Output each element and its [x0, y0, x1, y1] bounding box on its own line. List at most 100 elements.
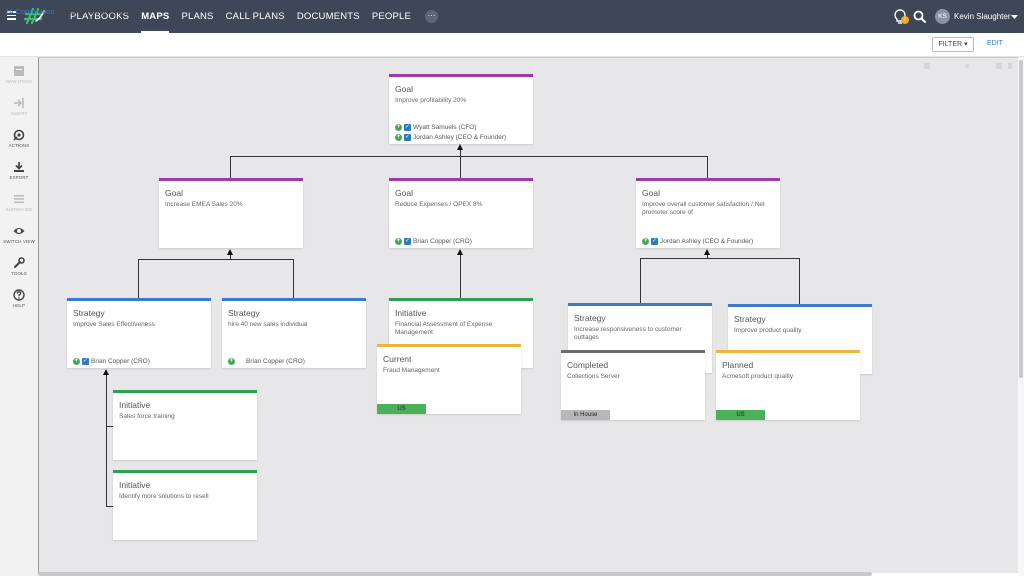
breadcrumb-root-link[interactable]: JA Corporation: [5, 7, 55, 16]
sidebar-item-tools[interactable]: TOOLS: [0, 257, 38, 276]
help-icon: [13, 289, 25, 301]
lightbulb-icon[interactable]: [893, 9, 907, 25]
card-type-label: Goal: [395, 84, 413, 94]
owner-name: Brian Copper (CRO): [91, 358, 150, 365]
checkbox-icon[interactable]: ✓: [651, 238, 658, 245]
sidebar-item-actions[interactable]: ACTIONS: [0, 129, 38, 148]
app-logo-icon[interactable]: [24, 6, 46, 26]
filter-button[interactable]: FILTER ▾: [932, 37, 974, 52]
sidebar-item-export[interactable]: EXPORT: [0, 161, 38, 180]
connector-line: [640, 258, 641, 305]
card-goal-profitability[interactable]: Goal Improve profitability 20% +✓Wyatt S…: [389, 74, 533, 144]
connector-line: [138, 259, 139, 299]
arrow-up-icon: [103, 369, 109, 375]
sidebar-item-label: EXPORT: [9, 175, 29, 180]
nav-people[interactable]: PEOPLE: [371, 11, 412, 22]
top-navigation-bar: PLAYBOOKS MAPS PLANS CALL PLANS DOCUMENT…: [0, 0, 1024, 33]
card-goal-satisfaction[interactable]: Goal Improve overall customer satisfacti…: [636, 178, 780, 248]
more-menu-button[interactable]: ···: [425, 10, 439, 23]
card-owner: +Brian Copper (CRO): [228, 358, 305, 365]
card-type-label: Initiative: [395, 308, 427, 318]
card-description: Identify more solutions to resell: [119, 493, 209, 500]
checkbox-icon[interactable]: ✓: [404, 134, 411, 141]
card-description: Sales force training: [119, 413, 175, 420]
export-icon: [14, 162, 24, 172]
card-description: Reduce Expenses / OPEX 8%: [395, 201, 483, 208]
checkbox-icon[interactable]: ✓: [404, 124, 411, 131]
card-description: Acmesoft product quality: [722, 373, 794, 380]
plus-icon[interactable]: +: [395, 134, 402, 141]
plus-icon[interactable]: +: [642, 238, 649, 245]
eye-icon: [13, 228, 25, 234]
sidebar-item-new-items[interactable]: NEW ITEMS: [0, 65, 38, 84]
breadcrumb-separator: >: [54, 7, 60, 16]
connector-line: [460, 156, 461, 179]
hamburger-menu-icon[interactable]: [7, 9, 16, 23]
edit-button[interactable]: EDIT: [987, 40, 1003, 47]
card-current-fraud[interactable]: Current Fraud Management US: [377, 344, 521, 414]
card-strategy-sales-effectiveness[interactable]: Strategy Improve Sales Effectiveness +✓B…: [67, 298, 211, 368]
plus-icon[interactable]: +: [73, 358, 80, 365]
card-description: Collections Server: [567, 373, 620, 380]
card-initiative-solutions[interactable]: Initiative Identify more solutions to re…: [113, 470, 257, 540]
vertical-scrollbar-thumb[interactable]: [1019, 60, 1023, 378]
sidebar-item-label: SHOW/HIDE: [5, 207, 33, 212]
card-goal-expenses[interactable]: Goal Reduce Expenses / OPEX 8% +✓Brian C…: [389, 178, 533, 248]
card-description: Improve product quality: [734, 327, 802, 334]
sidebar-item-switch-view[interactable]: SWITCH VIEW: [0, 225, 38, 244]
canvas-control-dot[interactable]: [965, 64, 969, 68]
card-description: Increase responsiveness to customer outt…: [574, 326, 682, 341]
card-planned-acmesoft[interactable]: Planned Acmesoft product quality US: [716, 350, 860, 420]
card-type-label: Strategy: [73, 308, 105, 318]
user-name[interactable]: Kevin Slaughter: [954, 12, 1011, 21]
filter-button-label: FILTER: [938, 41, 963, 48]
card-initiative-training[interactable]: Initiative Sales force training: [113, 390, 257, 460]
card-strategy-hire[interactable]: Strategy hire 40 new sales individual +B…: [222, 298, 366, 368]
nav-plans[interactable]: PLANS: [181, 11, 214, 22]
region-tag: US: [377, 404, 426, 414]
canvas-control-bar[interactable]: [1008, 63, 1012, 69]
user-avatar[interactable]: KS: [935, 9, 950, 24]
plus-icon[interactable]: +: [395, 238, 402, 245]
plus-icon[interactable]: +: [228, 358, 235, 365]
chevron-down-icon[interactable]: [1011, 15, 1018, 20]
card-description: Financial Assessment of Expense Manageme…: [395, 321, 493, 336]
canvas-control-square[interactable]: [996, 63, 1002, 69]
nav-playbooks[interactable]: PLAYBOOKS: [70, 11, 130, 22]
card-goal-emea[interactable]: Goal Increase EMEA Sales 20%: [159, 178, 303, 248]
sidebar-item-help[interactable]: HELP: [0, 289, 38, 308]
search-icon[interactable]: [913, 10, 926, 23]
card-owner: +✓Brian Copper (CRO): [73, 358, 150, 365]
nav-call-plans[interactable]: CALL PLANS: [225, 11, 285, 22]
card-type-label: Strategy: [734, 314, 766, 324]
nav-maps[interactable]: MAPS: [141, 0, 170, 33]
connector-line: [138, 259, 294, 260]
chevron-down-icon: ▾: [964, 41, 968, 48]
horizontal-scrollbar-thumb[interactable]: [38, 572, 872, 576]
sidebar-item-show-hide[interactable]: SHOW/HIDE: [0, 193, 38, 212]
breadcrumb-current: Account Strategy Map: [60, 7, 135, 16]
checkbox-icon[interactable]: ✓: [82, 358, 89, 365]
sidebar-item-label: TOOLS: [11, 271, 27, 276]
owner-name: Jordan Ashley (CEO & Founder): [413, 134, 507, 141]
plus-icon[interactable]: +: [395, 124, 402, 131]
notification-badge: !: [901, 16, 909, 24]
insert-icon: [14, 98, 24, 108]
card-description: hire 40 new sales individual: [228, 321, 308, 328]
card-description: Improve profitability 20%: [395, 97, 467, 104]
region-tag: US: [716, 410, 765, 420]
card-completed-collections[interactable]: Completed Collections Server In House: [561, 350, 705, 420]
new-items-icon: [14, 66, 24, 76]
nav-documents[interactable]: DOCUMENTS: [296, 11, 360, 22]
canvas-control-square[interactable]: [924, 63, 930, 69]
card-owner: +✓Jordan Ashley (CEO & Founder): [642, 238, 753, 245]
card-owner: +✓Jordan Ashley (CEO & Founder): [395, 134, 506, 141]
connector-line: [230, 254, 231, 259]
actions-icon: [13, 129, 25, 141]
card-type-label: Initiative: [119, 400, 151, 410]
sidebar-item-insert[interactable]: INSERT: [0, 97, 38, 116]
connector-line: [799, 258, 800, 305]
connector-line: [230, 156, 708, 157]
checkbox-icon[interactable]: ✓: [404, 238, 411, 245]
connector-line: [460, 254, 461, 299]
